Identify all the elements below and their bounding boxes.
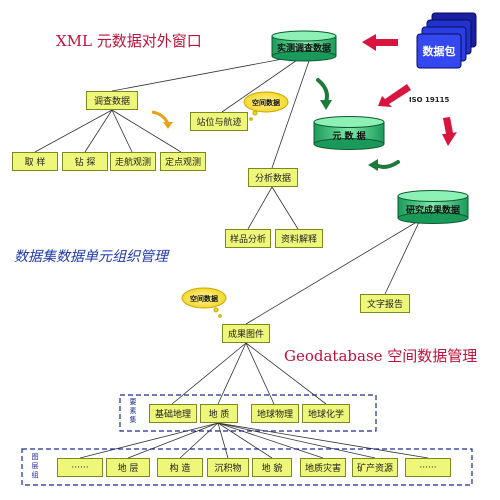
survey-to-meta-arrow <box>316 78 329 104</box>
layer-landform-box: 地 貌 <box>252 458 292 477</box>
data-package-stack: 数据包 <box>416 12 477 69</box>
package-down-arrow <box>442 117 457 146</box>
layer-strata-box: 地 层 <box>106 458 150 477</box>
metadata-database: 元 数 据 <box>313 116 385 150</box>
package-to-meta-arrow <box>378 84 411 107</box>
layer-group-frame <box>21 448 473 486</box>
metadata-database-label: 元 数 据 <box>332 130 365 142</box>
layer-group-label: 图层组 <box>31 453 39 479</box>
element-set-frame <box>119 394 377 432</box>
layer-mineral-box: 矿产资源 <box>352 458 398 477</box>
geodatabase-heading: Geodatabase 空间数据管理 <box>284 347 478 365</box>
red-arrows <box>362 34 457 146</box>
geology-box: 地 质 <box>200 404 238 423</box>
text-report-box: 文字报告 <box>360 294 410 313</box>
sample-analysis-box: 样品分析 <box>225 229 271 248</box>
geophysics-box: 地球物理 <box>251 404 299 423</box>
research-to-meta-arrow <box>374 160 400 169</box>
result-maps-box: 成果图件 <box>222 324 270 343</box>
station-track-box: 站位与航迹 <box>190 112 248 131</box>
iso-label: ISO 19115 <box>409 96 450 104</box>
data-package-label: 数据包 <box>423 44 456 58</box>
svg-text:空间数据: 空间数据 <box>252 98 280 107</box>
research-database: 研究成果数据 <box>397 190 469 224</box>
cruise-observation-box: 走航观测 <box>110 152 156 171</box>
survey-database-label: 实测调查数据 <box>277 42 331 54</box>
package-to-survey-arrow <box>362 34 398 51</box>
geochemistry-box: 地球化学 <box>302 404 350 423</box>
data-interpretation-box: 资料解释 <box>275 229 323 248</box>
layer-ellipsis-right: ······ <box>405 458 451 477</box>
fixed-observation-box: 定点观测 <box>160 152 206 171</box>
analysis-data-box: 分析数据 <box>248 168 298 187</box>
survey-data-box: 调查数据 <box>86 91 138 110</box>
sampling-box: 取 样 <box>12 152 58 171</box>
element-set-label: 要素集 <box>129 398 137 424</box>
survey-database: 实测调查数据 <box>271 30 337 62</box>
layer-ellipsis-left: ······ <box>57 458 103 477</box>
layer-geohazard-box: 地质灾害 <box>300 458 346 477</box>
spatial-cloud-bottom: 空间数据 <box>181 287 227 318</box>
connector-lines <box>34 57 429 459</box>
unit-management-heading: 数据集数据单元组织管理 <box>14 249 168 265</box>
xml-window-heading: XML 元数据对外窗口 <box>56 32 202 50</box>
research-database-label: 研究成果数据 <box>406 204 460 216</box>
basic-geography-box: 基础地理 <box>149 404 197 423</box>
drilling-box: 钻 探 <box>62 152 108 171</box>
spatial-cloud-top: 空间数据 <box>243 91 289 121</box>
layer-sediment-box: 沉积物 <box>207 458 249 477</box>
layer-tectonic-box: 构 造 <box>157 458 203 477</box>
svg-text:空间数据: 空间数据 <box>190 294 218 303</box>
